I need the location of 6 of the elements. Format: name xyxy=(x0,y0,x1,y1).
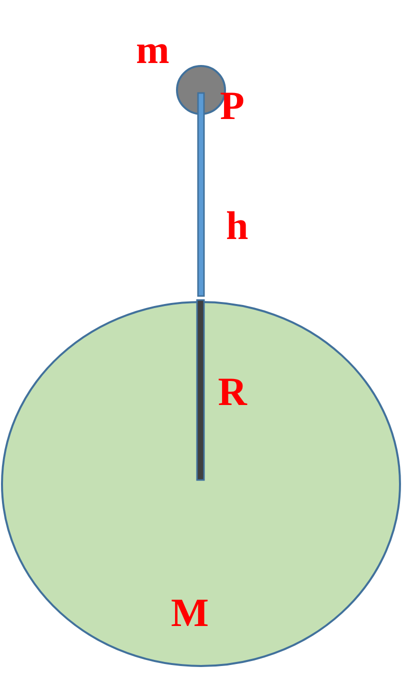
height-label: h xyxy=(226,206,248,246)
mass-symbol: m xyxy=(136,30,170,70)
point-label: P xyxy=(220,86,244,126)
mass-symbol: M xyxy=(171,593,209,633)
radius-label: R xyxy=(218,372,247,412)
planet-ellipse xyxy=(1,301,401,667)
